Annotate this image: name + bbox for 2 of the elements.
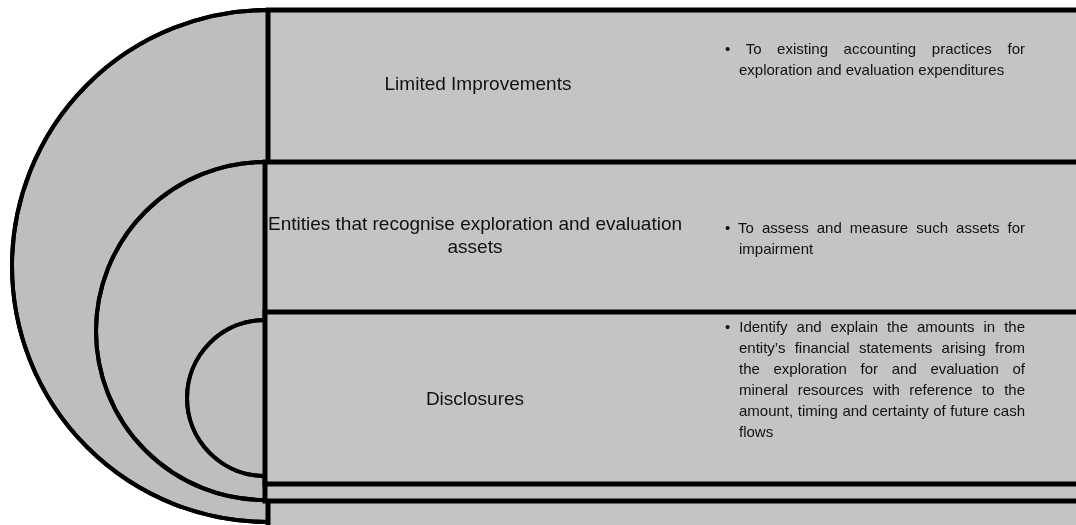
bullet-text: • To existing accounting practices for exploration and evaluation expenditures bbox=[725, 39, 1025, 80]
band-title: Limited Improvements bbox=[384, 71, 572, 95]
